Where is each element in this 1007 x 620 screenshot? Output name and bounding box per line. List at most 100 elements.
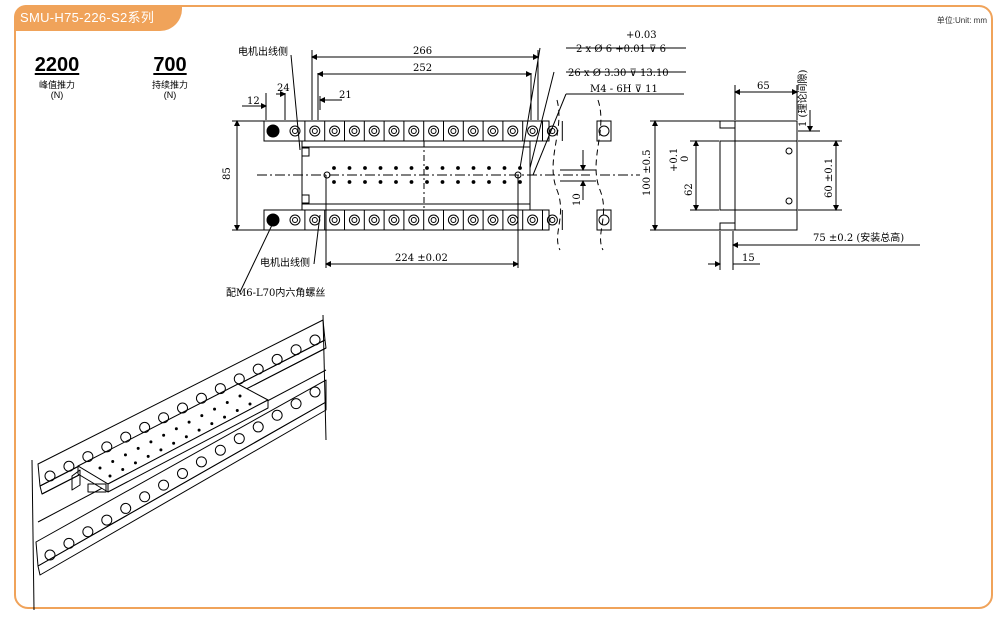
hole xyxy=(309,334,321,346)
hole xyxy=(195,392,207,404)
hole xyxy=(63,537,75,549)
hole xyxy=(507,214,519,226)
dim-252: 252 xyxy=(413,63,432,74)
hole xyxy=(82,526,94,538)
hole xyxy=(527,214,539,226)
lower-magnet-track xyxy=(263,209,550,231)
hole xyxy=(456,166,460,170)
hole xyxy=(311,217,318,223)
hole xyxy=(440,166,445,170)
hole xyxy=(44,470,56,482)
hole xyxy=(410,217,417,223)
hole xyxy=(363,180,367,184)
hole xyxy=(120,502,132,514)
hole xyxy=(123,453,127,457)
hole xyxy=(527,125,539,137)
hole xyxy=(487,180,491,184)
hole xyxy=(331,128,338,134)
hole xyxy=(271,353,283,365)
hole xyxy=(329,214,341,226)
hole xyxy=(214,383,226,395)
peak-force-value: 2200 xyxy=(34,54,80,76)
hole xyxy=(139,421,151,433)
dim-100: 100 ±0.5 xyxy=(642,149,653,196)
hole xyxy=(509,128,516,134)
hole xyxy=(82,451,94,463)
hole xyxy=(394,180,398,184)
continuous-force-spec: 700 持续推力 (N) xyxy=(135,54,205,100)
hole xyxy=(450,217,457,223)
hole xyxy=(546,214,558,226)
motor-side-bottom-label: 电机出线侧 xyxy=(260,256,310,269)
dim-85: 85 xyxy=(222,167,233,180)
hole xyxy=(233,433,245,445)
dim-21: 21 xyxy=(339,90,352,101)
hole xyxy=(121,467,125,471)
hole xyxy=(210,422,214,426)
hole xyxy=(430,128,437,134)
hole xyxy=(200,414,204,418)
hole xyxy=(332,180,336,184)
hole xyxy=(347,180,352,184)
hole xyxy=(518,180,522,184)
hole xyxy=(162,433,166,437)
hole xyxy=(174,427,178,431)
hole xyxy=(450,128,457,134)
hole xyxy=(311,128,318,134)
hole xyxy=(351,128,358,134)
hole-tolerance: +0.03 xyxy=(626,30,657,41)
dim-24: 24 xyxy=(277,83,290,94)
dim-224: 224 ±0.02 xyxy=(395,253,448,264)
hole xyxy=(351,217,358,223)
hole xyxy=(149,440,153,444)
hole xyxy=(371,217,378,223)
peak-force-label: 峰值推力 xyxy=(38,80,75,90)
hole xyxy=(428,214,440,226)
hole xyxy=(409,180,414,184)
hole xyxy=(172,441,176,445)
hole xyxy=(467,214,479,226)
hole xyxy=(440,180,445,184)
hole xyxy=(233,373,245,385)
hole xyxy=(363,166,367,170)
series-title-tab: SMU-H75-226-S2系列 xyxy=(14,5,182,31)
hole xyxy=(309,386,321,398)
unit-label: 单位:Unit: mm xyxy=(936,16,987,25)
upper-track-holes xyxy=(289,121,563,141)
hole xyxy=(467,125,479,137)
dim-plus-0-1: +0.1 xyxy=(669,148,680,172)
hole xyxy=(348,214,360,226)
content-frame xyxy=(14,5,993,609)
dim-65: 65 xyxy=(757,81,770,92)
hole xyxy=(289,125,301,137)
hole xyxy=(502,180,507,184)
hole xyxy=(507,125,519,137)
hole xyxy=(371,128,378,134)
hole-spec-3: M4 - 6H ⊽ 11 xyxy=(590,84,658,95)
hole xyxy=(248,402,252,406)
dim-60: 60 ±0.1 xyxy=(824,158,835,198)
mover-tab-top xyxy=(301,147,310,157)
dim-15: 15 xyxy=(742,253,755,264)
hole xyxy=(529,128,536,134)
hole xyxy=(487,125,499,137)
hole xyxy=(447,125,459,137)
hole xyxy=(292,217,298,223)
hole xyxy=(101,514,113,526)
hole xyxy=(44,549,56,561)
hole xyxy=(394,166,398,170)
continuous-force-unit: (N) xyxy=(163,90,177,100)
iso-rail-holes xyxy=(44,334,321,561)
hole xyxy=(225,401,229,405)
hole xyxy=(409,166,414,170)
dim-gap: 1 (理论间隙) xyxy=(796,70,809,127)
hole xyxy=(331,217,338,223)
hole-spec-1: 2 x Ø 6 +0.01 ⊽ 6 xyxy=(576,44,666,55)
side-view xyxy=(650,85,920,270)
hole xyxy=(471,180,476,184)
hole xyxy=(388,125,400,137)
hole xyxy=(111,459,115,463)
hole xyxy=(289,214,301,226)
hole xyxy=(502,166,507,170)
